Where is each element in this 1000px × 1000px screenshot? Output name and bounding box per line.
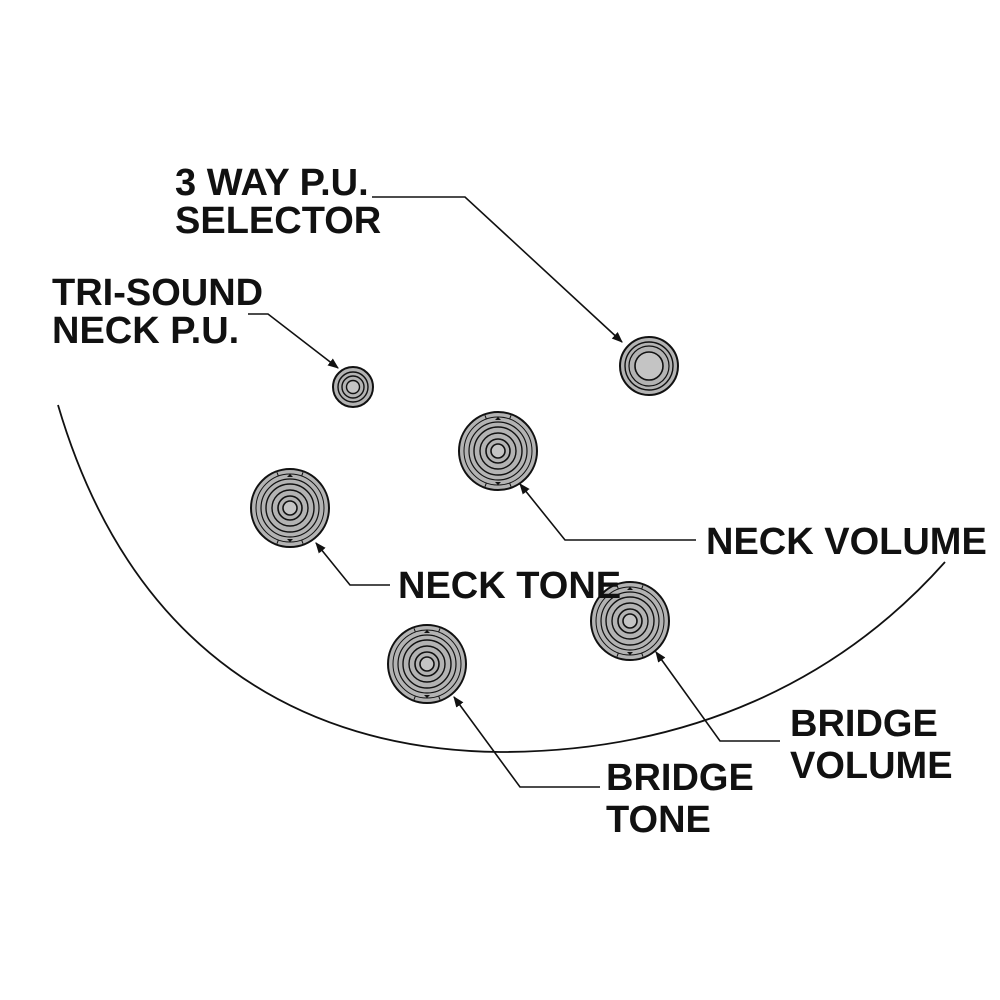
selector-switch-icon <box>619 336 679 396</box>
bridge-tone-label: BRIDGE TONE <box>606 757 764 841</box>
bridge-volume-knob-icon <box>590 581 670 661</box>
bridge-volume-label: BRIDGE VOLUME <box>790 703 953 787</box>
mini-switch-icon <box>332 366 374 408</box>
neck-volume-knob-icon <box>458 411 538 491</box>
neck-tone-knob-icon <box>250 468 330 548</box>
bridge-tone-knob-icon <box>387 624 467 704</box>
tri-sound-leader-line <box>248 313 339 369</box>
selector-leader-line <box>372 196 623 343</box>
neck-volume-leader-line <box>519 483 696 541</box>
neck-volume-label: NECK VOLUME <box>706 521 987 563</box>
tri-sound-label: TRI-SOUND NECK P.U. <box>52 272 274 352</box>
bridge-volume-leader-line <box>655 651 780 742</box>
neck-tone-leader-line <box>315 542 390 586</box>
guitar-body-outline <box>57 404 946 753</box>
bridge-tone-leader-line <box>453 696 600 788</box>
selector-label: 3 WAY P.U. SELECTOR <box>175 162 381 242</box>
neck-tone-label: NECK TONE <box>398 565 621 607</box>
